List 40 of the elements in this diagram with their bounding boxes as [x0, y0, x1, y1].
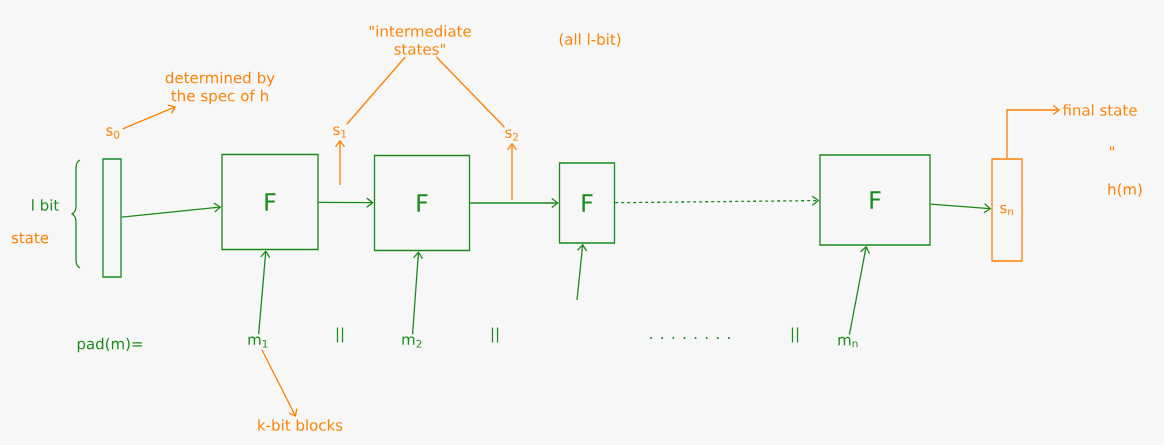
label-text: ||	[791, 327, 799, 343]
label-text: . . . . . . . .	[650, 337, 730, 339]
label-text: l bit	[32, 199, 59, 211]
label-text: ||	[336, 327, 344, 343]
label-text: "	[1110, 146, 1114, 151]
arrow	[506, 142, 518, 201]
arrow	[1006, 104, 1061, 159]
arrow	[318, 197, 374, 208]
arrow	[614, 195, 820, 206]
label-text: ||	[491, 327, 499, 343]
annotation-text: m$_{n}$	[838, 336, 858, 348]
function-box: F	[221, 153, 319, 251]
arrow	[258, 250, 271, 335]
arrow	[848, 245, 871, 336]
function-box: F	[819, 154, 931, 246]
arrow	[576, 243, 588, 301]
arrow	[411, 251, 424, 335]
arrow	[930, 203, 992, 214]
annotation-text: final state	[1062, 104, 1137, 116]
register-box: s$_{n}$	[991, 158, 1023, 262]
label-text: pad(m)=	[77, 337, 142, 353]
arrow	[334, 139, 346, 186]
arrow	[469, 197, 559, 209]
annotation-text: k-bit blocks	[258, 419, 343, 431]
annotation-text: s$_{1}$	[333, 126, 347, 138]
label-text: h(m)	[1108, 183, 1142, 197]
register-box	[102, 158, 122, 278]
annotation-text: s$_{0}$	[106, 127, 120, 139]
label-text: state	[11, 232, 49, 244]
annotation-text: m$_{2}$	[402, 336, 422, 348]
annotation-text: s$_{2}$	[505, 129, 518, 141]
arrow	[122, 104, 177, 130]
annotation-text: "intermediate states"	[369, 25, 471, 55]
annotation-text: m$_{1}$	[248, 336, 268, 348]
arrow	[261, 349, 298, 417]
function-box: F	[373, 154, 471, 252]
label-text: (all l-bit)	[559, 33, 621, 47]
function-box: F	[558, 162, 616, 244]
arrow	[121, 202, 222, 218]
annotation-text: determined by the spec of h	[165, 71, 275, 105]
